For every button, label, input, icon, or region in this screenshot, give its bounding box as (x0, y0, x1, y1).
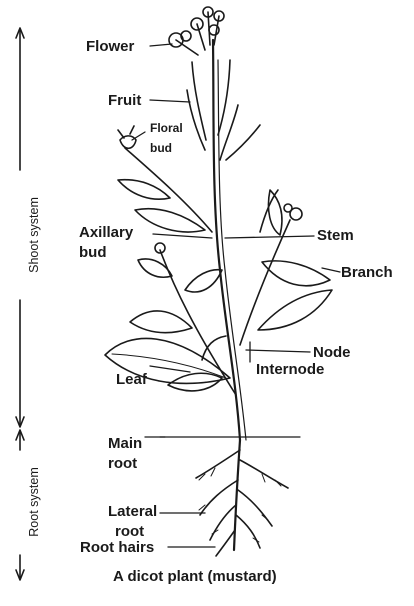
root-system-arrow (15, 429, 25, 581)
label-lateral-root-line2: root (115, 523, 145, 540)
label-axillary-bud-line2: bud (79, 244, 107, 261)
label-stem: Stem (317, 227, 354, 244)
flower-cluster (168, 6, 225, 56)
label-leaf: Leaf (116, 371, 147, 388)
label-fruit: Fruit (108, 92, 142, 109)
label-floral-bud-line1: Floral (150, 121, 183, 135)
label-axillary-bud-line1: Axillary (79, 224, 134, 241)
label-branch: Branch (341, 264, 393, 281)
shoot-system-arrow (15, 27, 25, 428)
label-shoot-system: Shoot system (27, 197, 41, 273)
label-node: Node (313, 344, 351, 361)
label-floral-bud-line2: bud (150, 141, 172, 155)
left-branch (137, 242, 237, 396)
label-root-hairs: Root hairs (80, 539, 155, 556)
label-lateral-root-line1: Lateral (108, 503, 158, 520)
label-main-root-line1: Main (108, 435, 143, 452)
label-root-system: Root system (27, 467, 41, 537)
label-flower: Flower (86, 38, 135, 55)
floral-bud-branch (117, 125, 213, 233)
label-internode: Internode (256, 361, 325, 378)
leaves (104, 189, 279, 392)
diagram-caption: A dicot plant (mustard) (113, 568, 277, 585)
leader-lines (131, 43, 341, 548)
right-branch (239, 189, 333, 346)
fruit-pods (186, 59, 261, 161)
root-system-drawing (195, 438, 289, 557)
label-main-root-line2: root (108, 455, 138, 472)
